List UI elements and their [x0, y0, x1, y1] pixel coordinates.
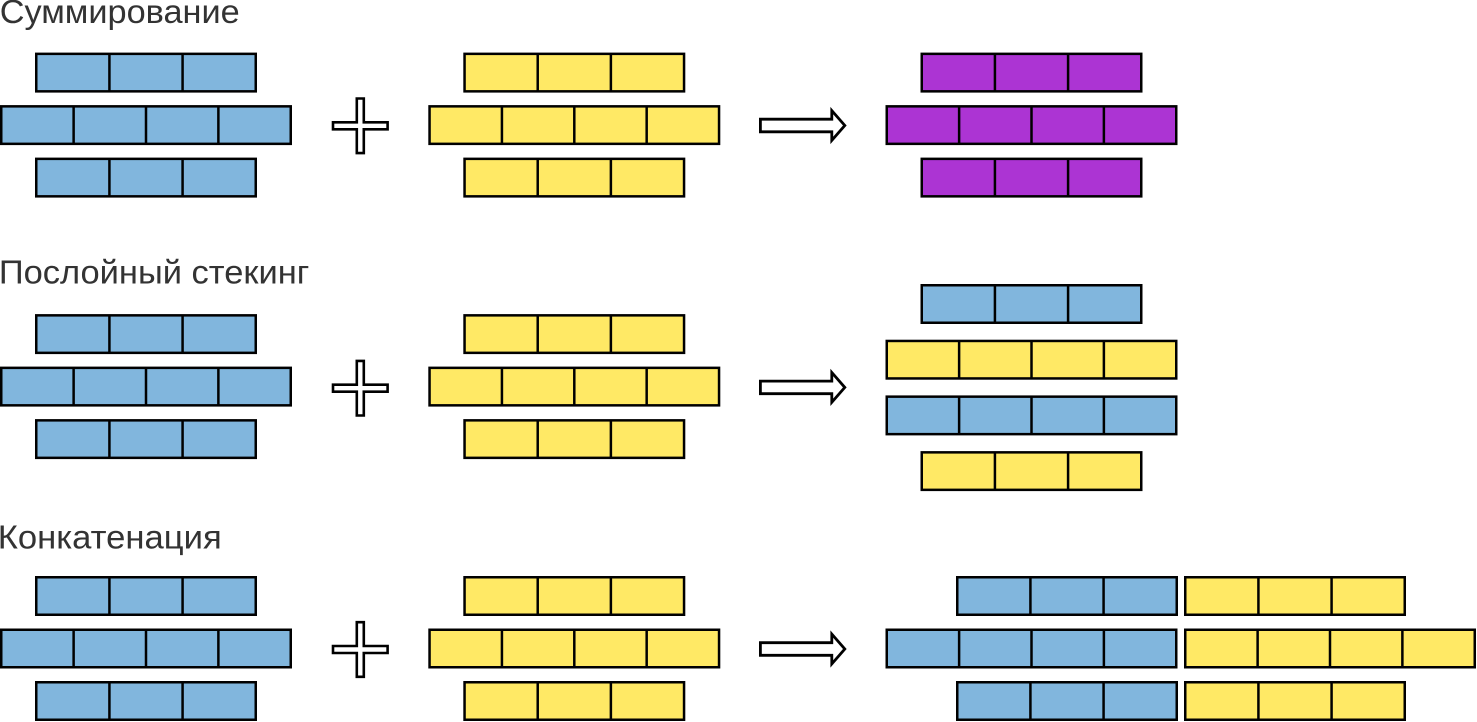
svg-text:Суммирование: Суммирование — [0, 0, 240, 30]
svg-text:Конкатенация: Конкатенация — [0, 518, 222, 555]
svg-text:Послойный стекинг: Послойный стекинг — [0, 254, 309, 291]
